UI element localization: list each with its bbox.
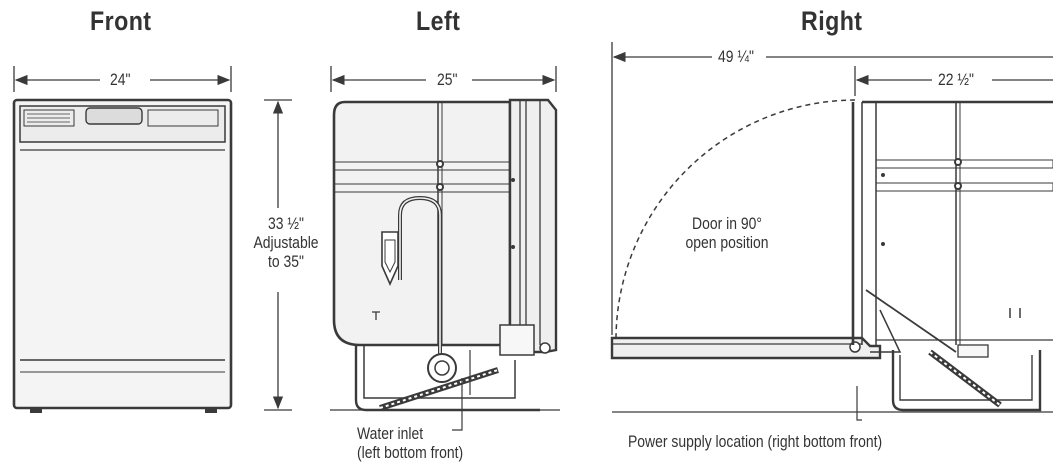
door-note-line2: open position: [685, 233, 769, 252]
door-open-depth-label: 49 ¼": [718, 47, 754, 66]
power-supply-leader: [856, 386, 862, 421]
right-view-dishwasher: [610, 42, 1053, 412]
height-max: to 35": [268, 252, 304, 271]
left-width-label: 25": [437, 70, 458, 89]
water-inlet-line1: Water inlet: [357, 424, 424, 443]
left-view-title: Left: [416, 6, 461, 36]
water-inlet-leader: [452, 378, 463, 431]
power-supply-label: Power supply location (right bottom fron…: [628, 432, 883, 451]
height-adjustable: Adjustable: [253, 233, 319, 252]
water-inlet-label: Water inlet (left bottom front): [357, 424, 463, 462]
water-inlet-line2: (left bottom front): [357, 443, 464, 462]
depth-label: 22 ½": [938, 70, 974, 89]
height-label: 33 ½" Adjustable to 35": [245, 214, 327, 271]
front-view-title: Front: [90, 6, 152, 36]
front-view-dishwasher: [12, 66, 233, 413]
height-value: 33 ½": [268, 214, 304, 233]
door-note-line1: Door in 90°: [692, 214, 762, 233]
height-dimension: [264, 99, 292, 411]
right-view-title: Right: [801, 6, 863, 36]
door-open-note: Door in 90° open position: [674, 214, 781, 252]
front-width-label: 24": [110, 70, 131, 89]
left-view-dishwasher: [330, 66, 558, 412]
